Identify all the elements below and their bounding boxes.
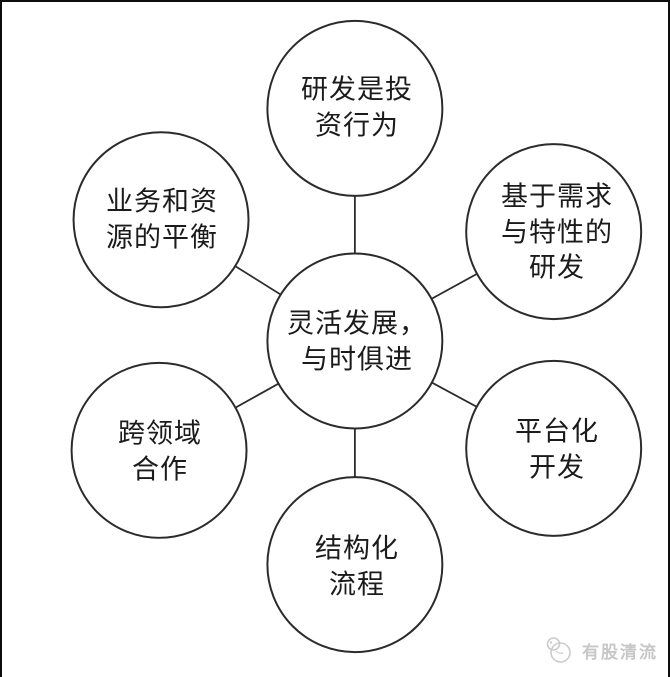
node-circle-bottom bbox=[266, 476, 444, 654]
node-circle-bottom-right bbox=[465, 359, 643, 537]
node-circle-bottom-left bbox=[70, 361, 248, 539]
node-circle-center bbox=[266, 252, 444, 430]
node-circle-top bbox=[266, 19, 444, 197]
brand-logo-icon bbox=[546, 637, 571, 663]
watermark-text: 有股清流 bbox=[582, 642, 658, 663]
node-circle-top-right bbox=[465, 143, 643, 321]
node-circle-top-left bbox=[72, 131, 250, 309]
watermark: 有股清流 bbox=[544, 635, 658, 665]
node-circles bbox=[70, 19, 643, 654]
